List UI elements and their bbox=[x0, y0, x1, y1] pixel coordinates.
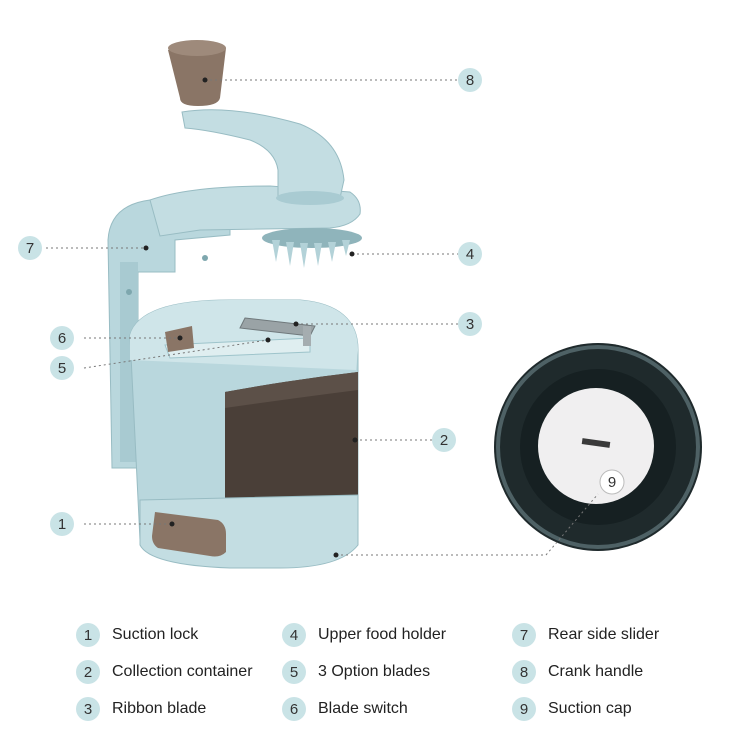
spiralizer-diagram: 1 2 3 4 5 6 7 8 9 bbox=[18, 40, 702, 569]
collection-container bbox=[225, 372, 358, 524]
callout-1-number: 1 bbox=[58, 516, 66, 533]
legend-badge: 3 bbox=[76, 697, 100, 721]
legend-item-suction-lock: 1 Suction lock bbox=[76, 622, 198, 648]
parts-legend: 1 Suction lock 2 Collection container 3 … bbox=[0, 612, 750, 742]
callout-7-number: 7 bbox=[26, 240, 34, 257]
callout-1: 1 bbox=[50, 512, 74, 536]
callout-9-number: 9 bbox=[608, 474, 616, 491]
legend-label: Suction lock bbox=[112, 626, 199, 643]
food-holder-prongs bbox=[272, 240, 350, 268]
leader-lines bbox=[46, 79, 599, 556]
callout-5: 5 bbox=[50, 356, 74, 380]
spiralizer-illustration bbox=[107, 40, 362, 569]
legend-item-rear-side-slider: 7 Rear side slider bbox=[512, 622, 659, 648]
callout-4: 4 bbox=[458, 242, 482, 266]
legend-badge: 4 bbox=[282, 623, 306, 647]
legend-badge: 1 bbox=[76, 623, 100, 647]
callout-7: 7 bbox=[18, 236, 42, 260]
callout-2-number: 2 bbox=[440, 432, 448, 449]
callout-3-number: 3 bbox=[466, 316, 474, 333]
legend-item-upper-food-holder: 4 Upper food holder bbox=[282, 622, 446, 648]
callout-3: 3 bbox=[458, 312, 482, 336]
callout-9: 9 bbox=[599, 469, 625, 495]
legend-label: Ribbon blade bbox=[112, 700, 207, 717]
blade-slot bbox=[164, 337, 311, 359]
legend-item-blade-switch: 6 Blade switch bbox=[282, 696, 408, 722]
legend-item-collection-container: 2 Collection container bbox=[76, 659, 253, 685]
legend-label: Suction cap bbox=[548, 700, 632, 717]
legend-label: Rear side slider bbox=[548, 626, 660, 643]
callout-5-number: 5 bbox=[58, 360, 66, 377]
callout-2: 2 bbox=[432, 428, 456, 452]
legend-badge: 2 bbox=[76, 660, 100, 684]
suction-cap-inset bbox=[494, 343, 702, 551]
legend-label: Blade switch bbox=[318, 700, 408, 717]
legend-badge: 8 bbox=[512, 660, 536, 684]
legend-item-ribbon-blade: 3 Ribbon blade bbox=[76, 696, 206, 722]
legend-item-option-blades: 5 3 Option blades bbox=[282, 659, 430, 685]
crank-arm bbox=[181, 109, 345, 199]
legend-badge: 6 bbox=[282, 697, 306, 721]
callout-6: 6 bbox=[50, 326, 74, 350]
legend-label: Crank handle bbox=[548, 663, 644, 680]
crank-handle bbox=[168, 43, 226, 106]
legend-label: 3 Option blades bbox=[318, 663, 431, 680]
legend-badge: 5 bbox=[282, 660, 306, 684]
callout-4-number: 4 bbox=[466, 246, 474, 263]
legend-badge: 7 bbox=[512, 623, 536, 647]
callout-6-number: 6 bbox=[58, 330, 66, 347]
legend-label: Collection container bbox=[112, 663, 253, 680]
legend-item-suction-cap: 9 Suction cap bbox=[512, 696, 632, 722]
callout-8: 8 bbox=[458, 68, 482, 92]
callout-8-number: 8 bbox=[466, 72, 474, 89]
legend-item-crank-handle: 8 Crank handle bbox=[512, 659, 643, 685]
rear-side-slider bbox=[107, 194, 231, 469]
legend-label: Upper food holder bbox=[318, 626, 447, 643]
suction-cap-slot bbox=[581, 438, 611, 448]
leader-dots bbox=[143, 77, 358, 558]
legend-badge: 9 bbox=[512, 697, 536, 721]
